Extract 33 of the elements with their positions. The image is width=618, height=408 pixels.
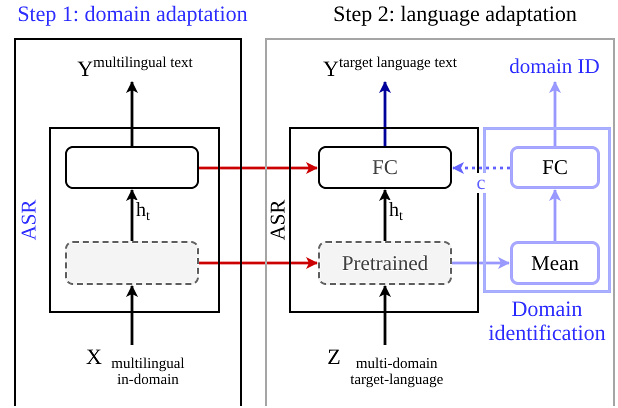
arrow (549, 81, 561, 146)
encoder-box (318, 241, 452, 285)
encoder-box (65, 241, 199, 285)
output-label: domain ID (509, 55, 600, 78)
arrow (379, 81, 391, 146)
arrow (452, 162, 510, 174)
arrow (199, 162, 318, 174)
layer-box (510, 146, 600, 189)
arrow (452, 257, 510, 269)
arrow (126, 189, 138, 241)
arrow (379, 189, 391, 241)
layer-box (65, 146, 199, 189)
edge-label: c (476, 173, 486, 193)
layer-name: FC (371, 154, 399, 181)
output-label: Y$^{multilingual text}$ (77, 55, 193, 82)
layer-box (510, 241, 600, 285)
panel-heading: Step 1: domain adaptation (16, 2, 249, 26)
layer-name: Pretrained (340, 250, 430, 276)
arrow (126, 81, 138, 146)
module-heading: Domain identification (487, 297, 607, 346)
layer-box (318, 146, 452, 189)
edge-label: h$_{t}$ (388, 200, 404, 224)
arrow (199, 257, 318, 269)
edge-label: h$_{t}$ (135, 200, 151, 224)
layer-name: Mean (530, 250, 580, 276)
arrow (126, 285, 138, 345)
frame-label: ASR (17, 200, 41, 240)
layer-name: FC (541, 154, 569, 181)
panel-heading: Step 2: language adaptation (332, 2, 578, 26)
arrow (379, 285, 391, 345)
output-label: Y$^{target language text}$ (323, 55, 457, 82)
arrow (549, 189, 561, 241)
frame-label: ASR (266, 200, 290, 240)
